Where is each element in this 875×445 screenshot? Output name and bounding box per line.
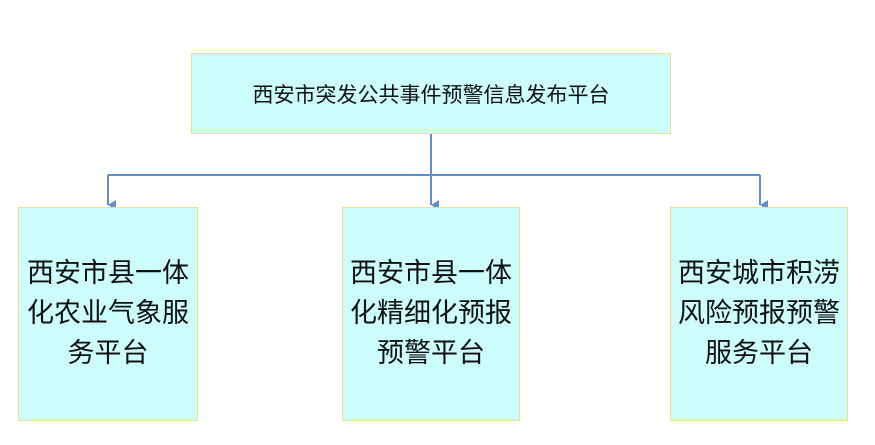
root-platform-label: 西安市突发公共事件预警信息发布平台: [252, 82, 610, 107]
child-box-agro-meteorology: 西安市县一体化农业气象服务平台: [18, 207, 198, 421]
child-box-fine-forecast: 西安市县一体化精细化预报预警平台: [342, 207, 520, 421]
child-box-waterlogging-risk: 西安城市积涝风险预报预警服务平台: [670, 207, 848, 421]
child-label-waterlogging-risk: 西安城市积涝风险预报预警服务平台: [678, 258, 840, 369]
root-platform-box: 西安市突发公共事件预警信息发布平台: [191, 53, 671, 134]
child-label-agro-meteorology: 西安市县一体化农业气象服务平台: [27, 258, 189, 369]
child-label-fine-forecast: 西安市县一体化精细化预报预警平台: [350, 258, 512, 369]
